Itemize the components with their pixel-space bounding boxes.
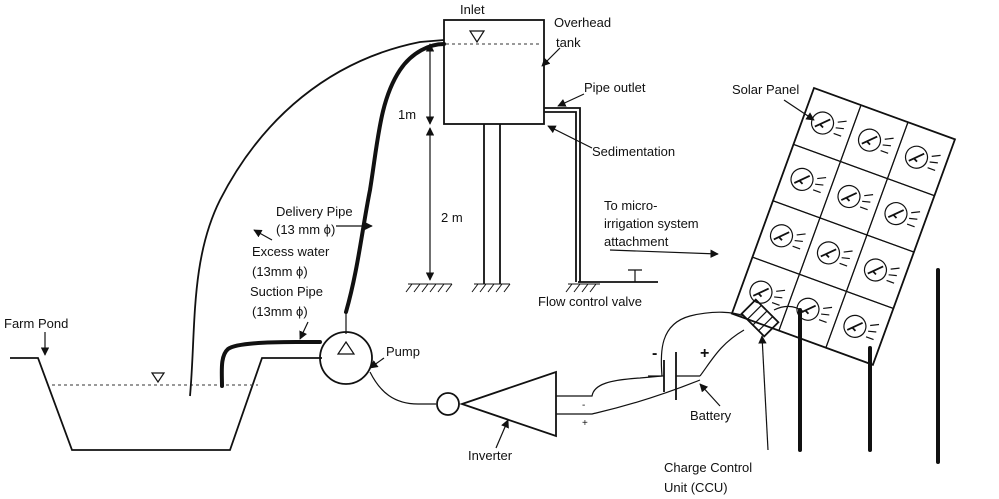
ccu-pointer (758, 335, 769, 451)
to-micro-label-1: To micro- (604, 198, 657, 213)
solar-cell (778, 273, 848, 349)
delivery-pipe-size: (13 mm ϕ) (276, 222, 335, 237)
solar-cell (772, 143, 842, 219)
overhead-tank (443, 19, 545, 125)
battery-label: Battery (690, 408, 732, 423)
battery-minus-label: - (652, 345, 657, 362)
pipe-outlet-pointer (557, 93, 585, 107)
suction-pipe (219, 340, 322, 388)
solar-panel-label: Solar Panel (732, 82, 799, 97)
solar-cell (845, 234, 915, 310)
inlet-label: Inlet (460, 2, 485, 17)
ccu-label-2: Unit (CCU) (664, 480, 728, 495)
delivery-pipe (344, 42, 446, 314)
pump (319, 331, 373, 385)
solar-cell (751, 199, 821, 276)
outlet-ground (565, 283, 600, 293)
delivery-pipe-label: Delivery Pipe (276, 204, 353, 219)
excess-water-pipe (189, 39, 445, 397)
overhead-tank-label: Overhead (554, 15, 611, 30)
water-level-icon (150, 372, 166, 384)
overhead-tank-pointer (541, 47, 561, 67)
suction-pipe-pointer (299, 321, 309, 340)
solar-panel-pointer (783, 99, 815, 121)
inverter-label: Inverter (468, 448, 513, 463)
battery (648, 352, 700, 400)
height-1m-label: 1m (398, 107, 416, 122)
ccu-label: Charge Control (664, 460, 752, 475)
inverter-battery-wire (556, 375, 663, 397)
to-micro-label-3: attachment (604, 234, 669, 249)
solar-cells (731, 87, 956, 366)
farm-pond-label: Farm Pond (4, 316, 68, 331)
solar-cell (886, 121, 956, 197)
height-2m-label: 2 m (441, 210, 463, 225)
inverter (436, 370, 557, 438)
flow-control-valve (628, 269, 642, 282)
pump-icon (336, 340, 356, 355)
solar-cell (825, 290, 895, 366)
to-micro-irrigation-arrow (609, 249, 719, 258)
solar-cell (731, 256, 801, 332)
battery-plus-label: + (700, 345, 709, 362)
battery-pointer (699, 383, 721, 407)
excess-water-pointer (253, 229, 273, 241)
inverter-pointer (495, 419, 509, 449)
pump-pointer (369, 357, 385, 369)
pipe-outlet-label: Pipe outlet (584, 80, 646, 95)
inverter-minus-label: - (582, 400, 585, 411)
solar-cell (798, 217, 868, 293)
inverter-plus-label: + (582, 418, 588, 429)
tank-water-level-icon (468, 30, 486, 44)
flow-control-valve-label: Flow control valve (538, 294, 642, 309)
excess-water-label: Excess water (252, 244, 330, 259)
farm-pond (10, 357, 322, 451)
pump-inverter-wire (369, 371, 436, 405)
dimension-ground (405, 283, 453, 293)
solar-cell (792, 87, 862, 163)
overhead-tank-label-2: tank (556, 35, 581, 50)
to-micro-label-2: irrigation system (604, 216, 699, 231)
battery-ccu-wire (660, 311, 745, 377)
sedimentation-label: Sedimentation (592, 144, 675, 159)
solar-panel (730, 86, 957, 464)
pipe-outlet (544, 107, 581, 282)
solar-cell (839, 104, 909, 180)
charge-control-unit (740, 298, 780, 338)
suction-pipe-label: Suction Pipe (250, 284, 323, 299)
solar-cell (819, 160, 889, 236)
suction-pipe-size: (13mm ϕ) (252, 304, 308, 319)
leg-ground (471, 283, 511, 293)
pump-label: Pump (386, 344, 420, 359)
sedimentation-pointer (547, 125, 593, 149)
solar-cell (866, 177, 936, 253)
excess-water-size: (13mm ϕ) (252, 264, 308, 279)
